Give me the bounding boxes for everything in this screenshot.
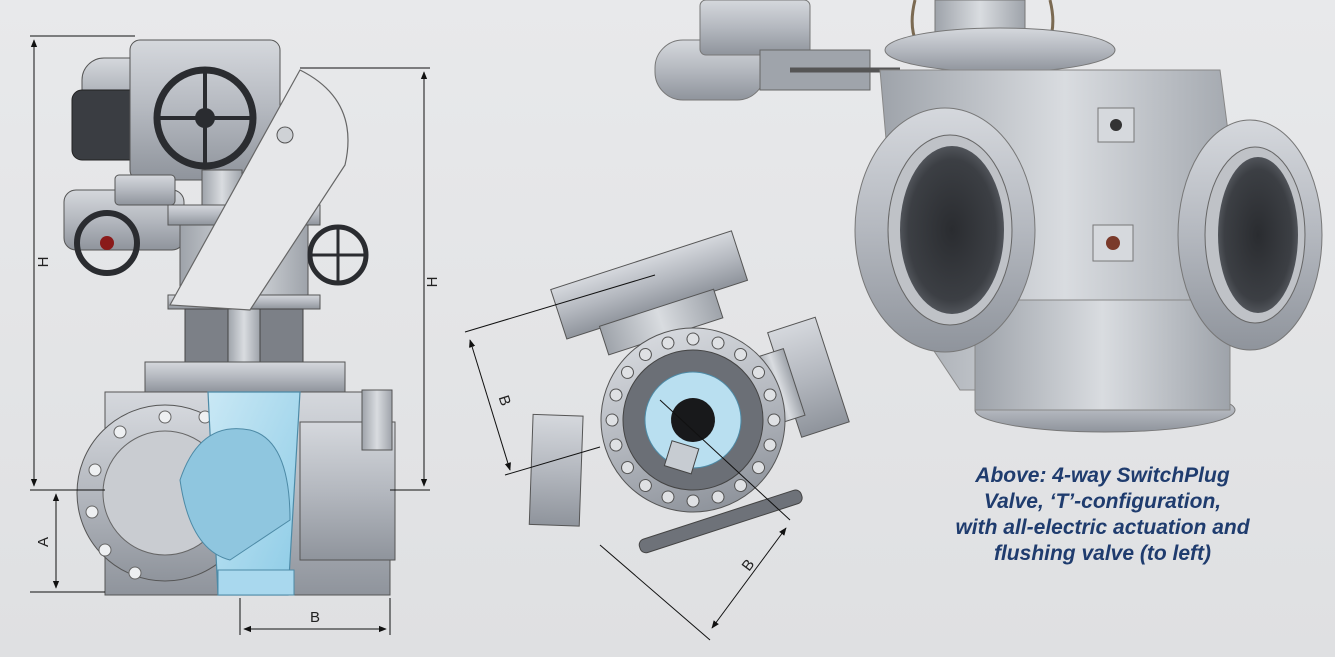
caption-line-1: Above: 4-way SwitchPlug: [975, 464, 1230, 487]
valve-body-section: [76, 389, 396, 596]
flange-bolt: [620, 365, 634, 379]
lower-actuator: [63, 174, 185, 276]
side-dimensions: [30, 35, 430, 635]
dim-label-a: A: [35, 537, 52, 547]
flange-bolt: [638, 347, 652, 361]
flange-bolt: [620, 461, 634, 475]
flange-bolt: [638, 479, 652, 493]
flange-bolt: [686, 332, 700, 346]
caption-line-4: flushing valve (to left): [993, 542, 1211, 565]
flange-bolt: [711, 490, 725, 504]
figure-caption: Above: 4-way SwitchPlug Valve, ‘T’-confi…: [905, 463, 1300, 567]
caption-line-3: with all-electric actuation and: [955, 516, 1250, 539]
dim-label-b-side: B: [310, 609, 320, 626]
valve-section-drawing: H H A B: [30, 35, 441, 635]
dim-label-h-left: H: [35, 257, 52, 268]
upper-actuator: [71, 39, 281, 181]
flange-bolt: [734, 347, 748, 361]
valve-top-view-drawing: B B: [464, 230, 850, 641]
valve-photo: [654, 0, 1323, 433]
flange-bolt: [661, 336, 675, 350]
flange-bolt: [686, 494, 700, 508]
flange-bolt: [752, 365, 766, 379]
dim-label-h-right: H: [424, 277, 441, 288]
flange-bolt: [767, 413, 781, 427]
ghost-handwheel-outline: [169, 69, 349, 311]
flange-bolt: [763, 388, 777, 402]
flange-bolt: [609, 388, 623, 402]
dim-label-b-top-1: B: [495, 393, 514, 408]
caption-line-2: Valve, ‘T’-configuration,: [983, 490, 1222, 513]
flange-bolt: [734, 479, 748, 493]
flange-bolt: [609, 438, 623, 452]
top-dimensions: [464, 274, 791, 641]
flange-bolt: [605, 413, 619, 427]
flange-bolt: [661, 490, 675, 504]
flange-bolt: [752, 461, 766, 475]
dim-label-b-top-2: B: [739, 556, 759, 574]
flange-bolt: [711, 336, 725, 350]
flange-bolt: [763, 438, 777, 452]
